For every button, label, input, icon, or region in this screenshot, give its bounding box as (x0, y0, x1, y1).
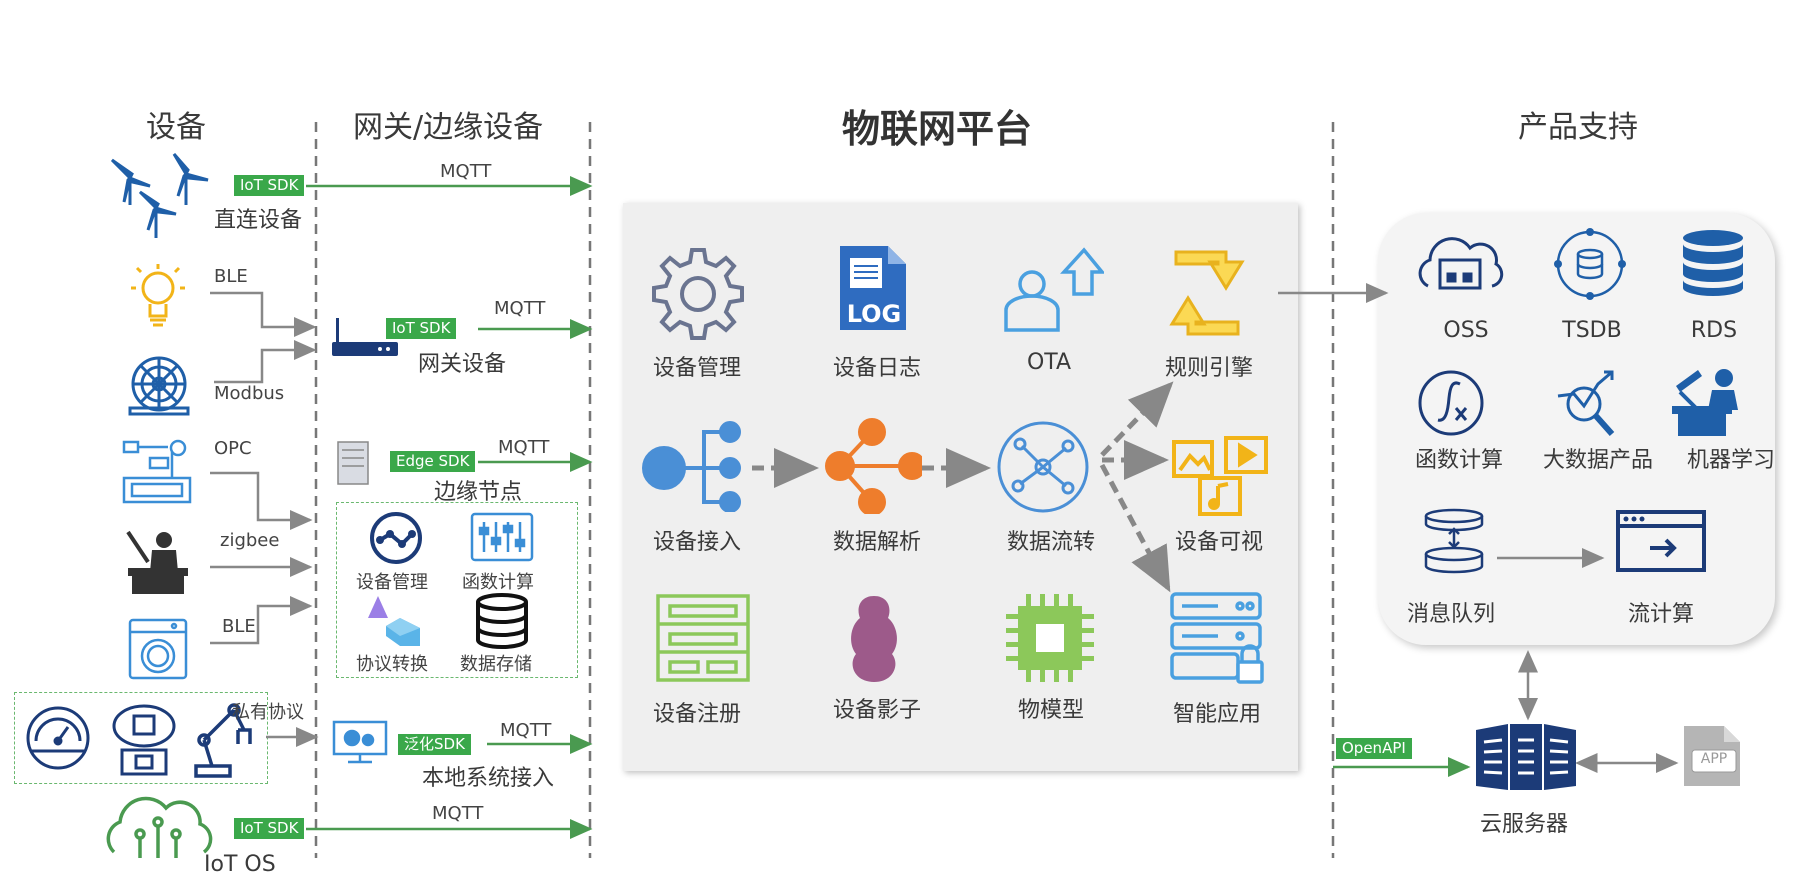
device-visual-icon (1172, 436, 1268, 516)
platform-thing-model: 物模型 (1017, 698, 1084, 723)
3d-robot-icon (112, 704, 176, 776)
data-parse-icon (825, 418, 922, 514)
platform-ota: OTA (1026, 350, 1072, 375)
platform-rules-engine: 规则引擎 (1164, 356, 1253, 381)
protocol-ble-2: BLE (222, 616, 256, 637)
edge-item-device-management: 设备管理 (356, 572, 428, 593)
log-file-icon (840, 246, 906, 330)
product-column-title: 产品支持 (1518, 110, 1638, 145)
gear-icon (652, 248, 744, 340)
smart-app-lock-icon (1170, 592, 1264, 684)
platform-column-title: 物联网平台 (842, 107, 1033, 151)
product-tsdb: TSDB (1562, 318, 1622, 343)
iot-sdk-tag-2: IoT SDK (386, 318, 457, 339)
gateway-device-label: 网关设备 (418, 352, 507, 377)
device-register-icon (656, 594, 750, 682)
wind-turbine-icon (110, 153, 209, 238)
edge-node-label: 边缘节点 (434, 480, 523, 505)
operator-console-icon (126, 530, 188, 594)
protocol-private: 私有协议 (232, 702, 304, 723)
app-file-icon (1684, 726, 1740, 786)
mqtt-label-3: MQTT (498, 437, 550, 458)
machine-learning-icon (1672, 369, 1738, 436)
edge-item-data-storage: 数据存储 (460, 654, 532, 675)
bigdata-search-icon (1557, 370, 1615, 436)
oss-cloud-icon (1418, 237, 1504, 290)
iot-os-label: IoT OS (204, 852, 276, 877)
edge-sdk-tag: Edge SDK (390, 451, 476, 472)
cnc-machine-icon (122, 439, 192, 504)
product-rds: RDS (1690, 318, 1738, 343)
product-function-compute: 函数计算 (1414, 448, 1503, 473)
product-bigdata: 大数据产品 (1542, 448, 1653, 473)
device-management-small-icon (370, 512, 422, 564)
openapi-tag: OpenAPI (1336, 738, 1412, 759)
protocol-ble-1: BLE (214, 266, 248, 287)
platform-device-register: 设备注册 (652, 702, 741, 727)
protocol-modbus: Modbus (214, 383, 285, 404)
edge-item-protocol-convert: 协议转换 (356, 654, 428, 675)
platform-data-parse: 数据解析 (832, 530, 921, 555)
platform-device-access: 设备接入 (652, 530, 741, 555)
data-flow-icon (997, 421, 1089, 513)
local-access-label: 本地系统接入 (422, 766, 555, 791)
gateway-column-title: 网关/边缘设备 (353, 110, 544, 145)
platform-device-management: 设备管理 (652, 356, 741, 381)
mqtt-label-4: MQTT (500, 720, 552, 741)
platform-data-flow: 数据流转 (1006, 530, 1095, 555)
direct-device-label: 直连设备 (214, 208, 303, 233)
platform-device-visual: 设备可视 (1174, 530, 1263, 555)
protocol-opc: OPC (214, 438, 252, 459)
device-access-icon (642, 421, 741, 512)
tsdb-icon (1554, 228, 1626, 300)
protocol-convert-icon (368, 596, 420, 646)
stream-compute-icon (1616, 510, 1706, 572)
log-text: LOG (846, 300, 902, 328)
device-shadow-icon (851, 596, 897, 682)
function-compute-small-icon (470, 512, 534, 562)
rds-database-icon (1683, 230, 1743, 296)
data-storage-icon (476, 593, 528, 649)
platform-smart-app: 智能应用 (1172, 702, 1261, 727)
iot-sdk-tag-1: IoT SDK (234, 175, 305, 196)
robot-arm-icon (194, 703, 252, 778)
washing-machine-icon (128, 618, 188, 680)
product-oss: OSS (1443, 318, 1489, 343)
thing-model-chip-icon (1006, 594, 1094, 682)
app-text: APP (1700, 751, 1728, 767)
edge-server-icon (337, 441, 369, 485)
platform-device-log: 设备日志 (832, 356, 921, 381)
rules-engine-icon (1169, 250, 1245, 336)
product-machine-learning: 机器学习 (1686, 448, 1775, 473)
message-queue-icon (1424, 508, 1484, 574)
platform-device-shadow: 设备影子 (832, 698, 921, 723)
cloud-server-label: 云服务器 (1479, 812, 1568, 837)
mqtt-label-1: MQTT (440, 161, 492, 182)
product-stream-compute: 流计算 (1627, 602, 1694, 627)
light-bulb-icon (131, 264, 185, 327)
edge-node-box (336, 502, 578, 678)
edge-item-function-compute: 函数计算 (462, 572, 534, 593)
devices-column-title: 设备 (146, 110, 206, 145)
mqtt-label-5: MQTT (432, 803, 484, 824)
generic-sdk-tag: 泛化SDK (398, 734, 471, 755)
gauge-icon (26, 706, 90, 770)
protocol-zigbee: zigbee (220, 530, 280, 551)
cloud-circuit-icon (106, 796, 213, 858)
product-message-queue: 消息队列 (1406, 602, 1495, 627)
function-compute-icon (1418, 370, 1484, 436)
gateway-router-icon (332, 318, 398, 356)
cloud-server-icon (1476, 724, 1576, 790)
ota-upgrade-icon (1004, 247, 1104, 332)
iot-sdk-tag-3: IoT SDK (234, 818, 305, 839)
mqtt-label-2: MQTT (494, 298, 546, 319)
turbine-engine-icon (128, 356, 190, 416)
local-system-monitor-icon (332, 720, 388, 764)
